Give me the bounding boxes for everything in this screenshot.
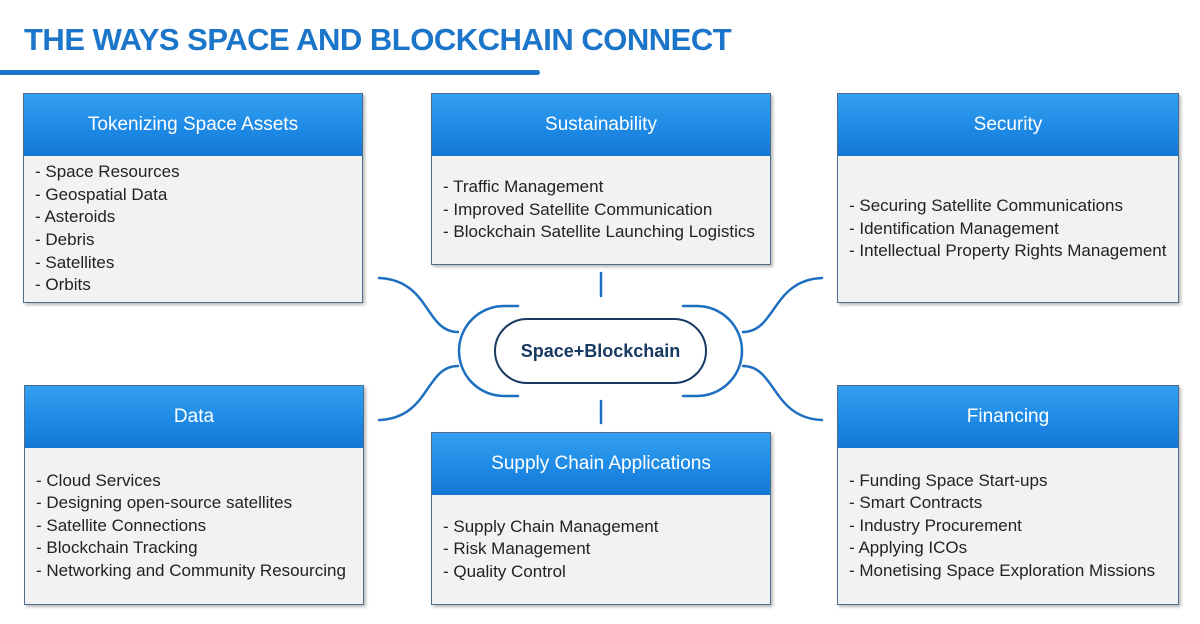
list-item: - Asteroids xyxy=(35,207,116,227)
list-item: - Designing open-source satellites xyxy=(36,493,293,513)
list-item: - Space Resources xyxy=(35,162,180,182)
card-heading: Sustainability xyxy=(432,94,770,156)
list-item: - Monetising Space Exploration Missions xyxy=(849,560,1156,580)
list-item: - Blockchain Tracking xyxy=(36,538,198,558)
list-item: - Supply Chain Management xyxy=(443,516,659,536)
title-underline xyxy=(0,70,540,75)
list-item: - Blockchain Satellite Launching Logisti… xyxy=(443,222,755,242)
card-heading: Tokenizing Space Assets xyxy=(24,94,362,156)
connector-top-left xyxy=(377,276,460,334)
list-item: - Geospatial Data xyxy=(35,184,168,204)
card-list: - Supply Chain Management - Risk Managem… xyxy=(432,495,770,604)
list-item: - Networking and Community Resourcing xyxy=(36,560,346,580)
hub-space-blockchain: Space+Blockchain xyxy=(494,318,707,384)
list-item: - Intellectual Property Rights Managemen… xyxy=(849,241,1167,261)
hub-bracket-left xyxy=(457,304,520,398)
card-list: - Space Resources - Geospatial Data - As… xyxy=(24,156,362,302)
card-list: - Securing Satellite Communications - Id… xyxy=(838,156,1178,302)
list-item: - Satellite Connections xyxy=(36,515,207,535)
list-item: - Smart Contracts xyxy=(849,493,983,513)
card-list: - Funding Space Start-ups - Smart Contra… xyxy=(838,448,1178,604)
list-item: - Cloud Services xyxy=(36,470,161,490)
list-item: - Funding Space Start-ups xyxy=(849,470,1048,490)
card-security: Security - Securing Satellite Communicat… xyxy=(837,93,1179,303)
card-heading: Security xyxy=(838,94,1178,156)
card-list: - Traffic Management - Improved Satellit… xyxy=(432,156,770,264)
connector-bottom-left xyxy=(377,364,460,422)
list-item: - Securing Satellite Communications xyxy=(849,196,1124,216)
card-financing: Financing - Funding Space Start-ups - Sm… xyxy=(837,385,1179,605)
card-tokenizing-space-assets: Tokenizing Space Assets - Space Resource… xyxy=(23,93,363,303)
card-data: Data - Cloud Services - Designing open-s… xyxy=(24,385,364,605)
list-item: - Debris xyxy=(35,230,95,249)
hub-label: Space+Blockchain xyxy=(520,340,681,361)
card-heading: Data xyxy=(25,386,363,448)
list-item: - Risk Management xyxy=(443,539,591,559)
connector-top-right xyxy=(741,276,824,334)
list-item: - Improved Satellite Communication xyxy=(443,199,713,219)
connector-bottom-right xyxy=(741,364,824,422)
page-title: THE WAYS SPACE AND BLOCKCHAIN CONNECT xyxy=(24,22,732,57)
list-item: - Quality Control xyxy=(443,561,566,581)
card-heading: Financing xyxy=(838,386,1178,448)
list-item: - Identification Management xyxy=(849,218,1059,238)
list-item: - Industry Procurement xyxy=(849,515,1022,535)
hub-bracket-right xyxy=(681,304,744,398)
list-item: - Orbits xyxy=(35,275,91,295)
card-supply-chain-applications: Supply Chain Applications - Supply Chain… xyxy=(431,432,771,605)
card-list: - Cloud Services - Designing open-source… xyxy=(25,448,363,604)
list-item: - Satellites xyxy=(35,252,115,272)
card-heading: Supply Chain Applications xyxy=(432,433,770,495)
list-item: - Traffic Management xyxy=(443,177,604,197)
list-item: - Applying ICOs xyxy=(849,538,968,558)
card-sustainability: Sustainability - Traffic Management - Im… xyxy=(431,93,771,265)
